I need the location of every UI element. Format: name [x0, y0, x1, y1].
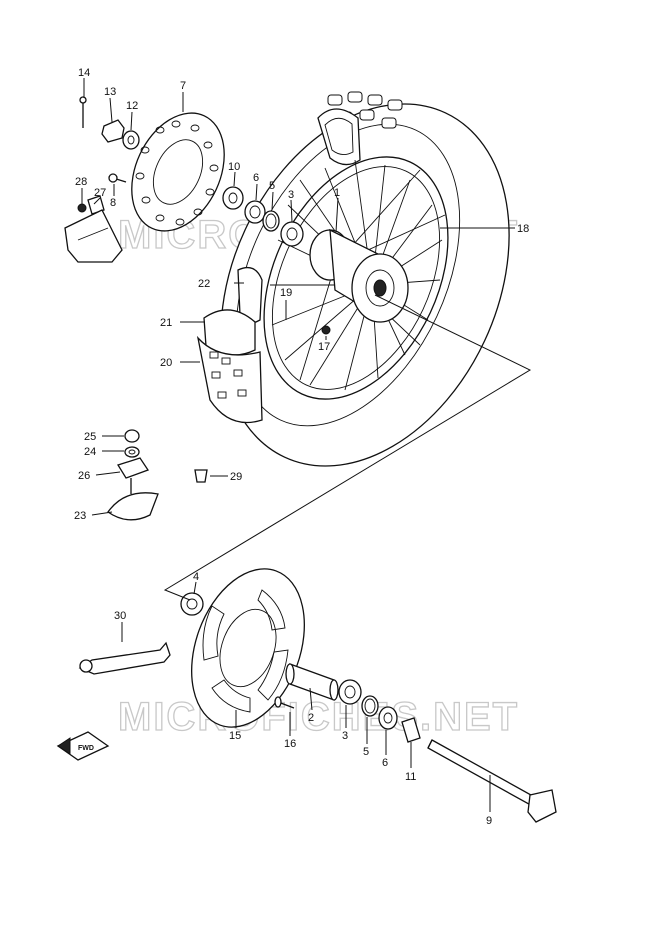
rim-lock-plate: [107, 478, 159, 521]
label-9: 9: [486, 815, 492, 827]
label-23: 23: [74, 510, 86, 522]
label-16: 16: [284, 738, 296, 750]
label-17: 17: [318, 341, 330, 353]
label-6-lower: 6: [382, 757, 388, 769]
label-27: 27: [94, 187, 106, 199]
bolt-8: [108, 173, 127, 183]
label-19: 19: [280, 287, 292, 299]
circlip-5-lower: [361, 695, 379, 717]
rim-lock-spacer: [117, 457, 149, 479]
label-13: 13: [104, 86, 116, 98]
label-6-upper: 6: [253, 172, 259, 184]
label-14: 14: [78, 67, 90, 79]
assembly-lines: [163, 227, 532, 601]
label-21: 21: [160, 317, 172, 329]
label-25: 25: [84, 431, 96, 443]
rear-axle: [427, 739, 557, 823]
label-10: 10: [228, 161, 240, 173]
label-29: 29: [230, 471, 242, 483]
label-24: 24: [84, 446, 96, 458]
label-7: 7: [180, 80, 186, 92]
rear-sprocket: [191, 568, 305, 728]
spacer-tube: [285, 663, 339, 701]
brake-disc: [131, 112, 225, 232]
bearing-3-lower: [338, 679, 362, 705]
spoke-nipple: [321, 325, 331, 335]
watermark-bottom: MICROFICHES.NET: [118, 695, 519, 739]
collar-6-upper: [244, 200, 266, 224]
leader-lines: [81, 78, 491, 812]
washer: [122, 130, 140, 150]
label-3-lower: 3: [342, 730, 348, 742]
fwd-label: FWD: [78, 745, 94, 752]
sprocket-bolt: [274, 696, 295, 709]
rear-hub: [309, 228, 409, 323]
spacer-10: [222, 186, 244, 210]
label-12: 12: [126, 100, 138, 112]
bearing-3-upper: [280, 221, 304, 247]
label-2: 2: [308, 712, 314, 724]
rim-lock-nut: [124, 429, 140, 443]
callout-labels: 14 13 12 7 10 6 5 3 1 18 28 27 8 22 19 2…: [74, 67, 529, 827]
label-20: 20: [160, 357, 172, 369]
cotter-pin: [79, 96, 87, 128]
label-30: 30: [114, 610, 126, 622]
label-15: 15: [229, 730, 241, 742]
circlip-5-upper: [262, 210, 280, 232]
spacer-11: [401, 717, 421, 743]
label-22: 22: [198, 278, 210, 290]
label-5-lower: 5: [363, 746, 369, 758]
bearing-4: [180, 592, 204, 616]
rim-lock-washer: [124, 446, 140, 458]
spoke-wrench: [78, 641, 171, 675]
disc-guard: [64, 209, 123, 263]
label-11: 11: [405, 771, 416, 783]
collar-6-lower: [378, 706, 398, 730]
label-1: 1: [334, 187, 340, 199]
label-28: 28: [75, 176, 87, 188]
bolt-27: [87, 195, 105, 215]
axle-nut: [101, 119, 125, 143]
valve-cap: [194, 469, 208, 483]
label-3-upper: 3: [288, 189, 294, 201]
label-26: 26: [78, 470, 90, 482]
label-18: 18: [517, 223, 529, 235]
label-8: 8: [110, 197, 116, 209]
forward-arrow: FWD: [56, 731, 110, 761]
label-4: 4: [193, 571, 199, 583]
bolt-28: [77, 203, 87, 213]
label-5-upper: 5: [269, 180, 275, 192]
tire-section: [196, 335, 263, 424]
